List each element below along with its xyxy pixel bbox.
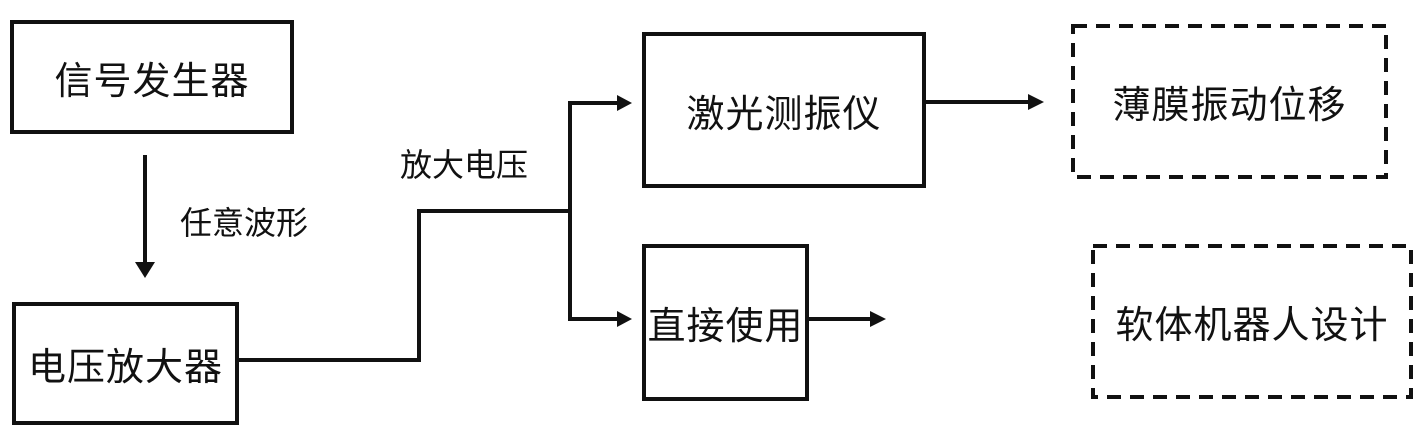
dashed-border-film-displacement bbox=[1071, 24, 1388, 179]
edge-label-arbitrary-waveform: 任意波形 bbox=[180, 204, 309, 242]
node-film-displacement: 薄膜振动位移 bbox=[1075, 28, 1384, 175]
arrowhead-down-icon bbox=[135, 262, 155, 278]
node-label: 激光测振仪 bbox=[686, 91, 882, 136]
edge-amplified-voltage-trunk bbox=[238, 209, 570, 362]
dashed-border-soft-robot-design bbox=[1091, 244, 1413, 399]
node-label: 直接使用 bbox=[647, 304, 804, 348]
node-label: 软体机器人设计 bbox=[1115, 303, 1389, 347]
node-label: 电压放大器 bbox=[27, 345, 223, 389]
node-soft-robot-design: 软体机器人设计 bbox=[1095, 248, 1409, 395]
arrowhead-right-icon bbox=[870, 311, 886, 327]
node-direct-use: 直接使用 bbox=[642, 244, 809, 401]
arrowhead-right-icon bbox=[617, 311, 632, 327]
node-voltage-amplifier: 电压放大器 bbox=[12, 302, 239, 425]
arrowhead-right-icon bbox=[617, 95, 632, 111]
node-signal-generator: 信号发生器 bbox=[10, 20, 294, 134]
node-label: 信号发生器 bbox=[54, 58, 250, 103]
node-label: 薄膜振动位移 bbox=[1112, 83, 1347, 127]
arrowhead-right-icon bbox=[1028, 94, 1044, 110]
edge-label-amplified-voltage: 放大电压 bbox=[400, 146, 529, 184]
node-laser-vibrometer: 激光测振仪 bbox=[642, 32, 926, 188]
